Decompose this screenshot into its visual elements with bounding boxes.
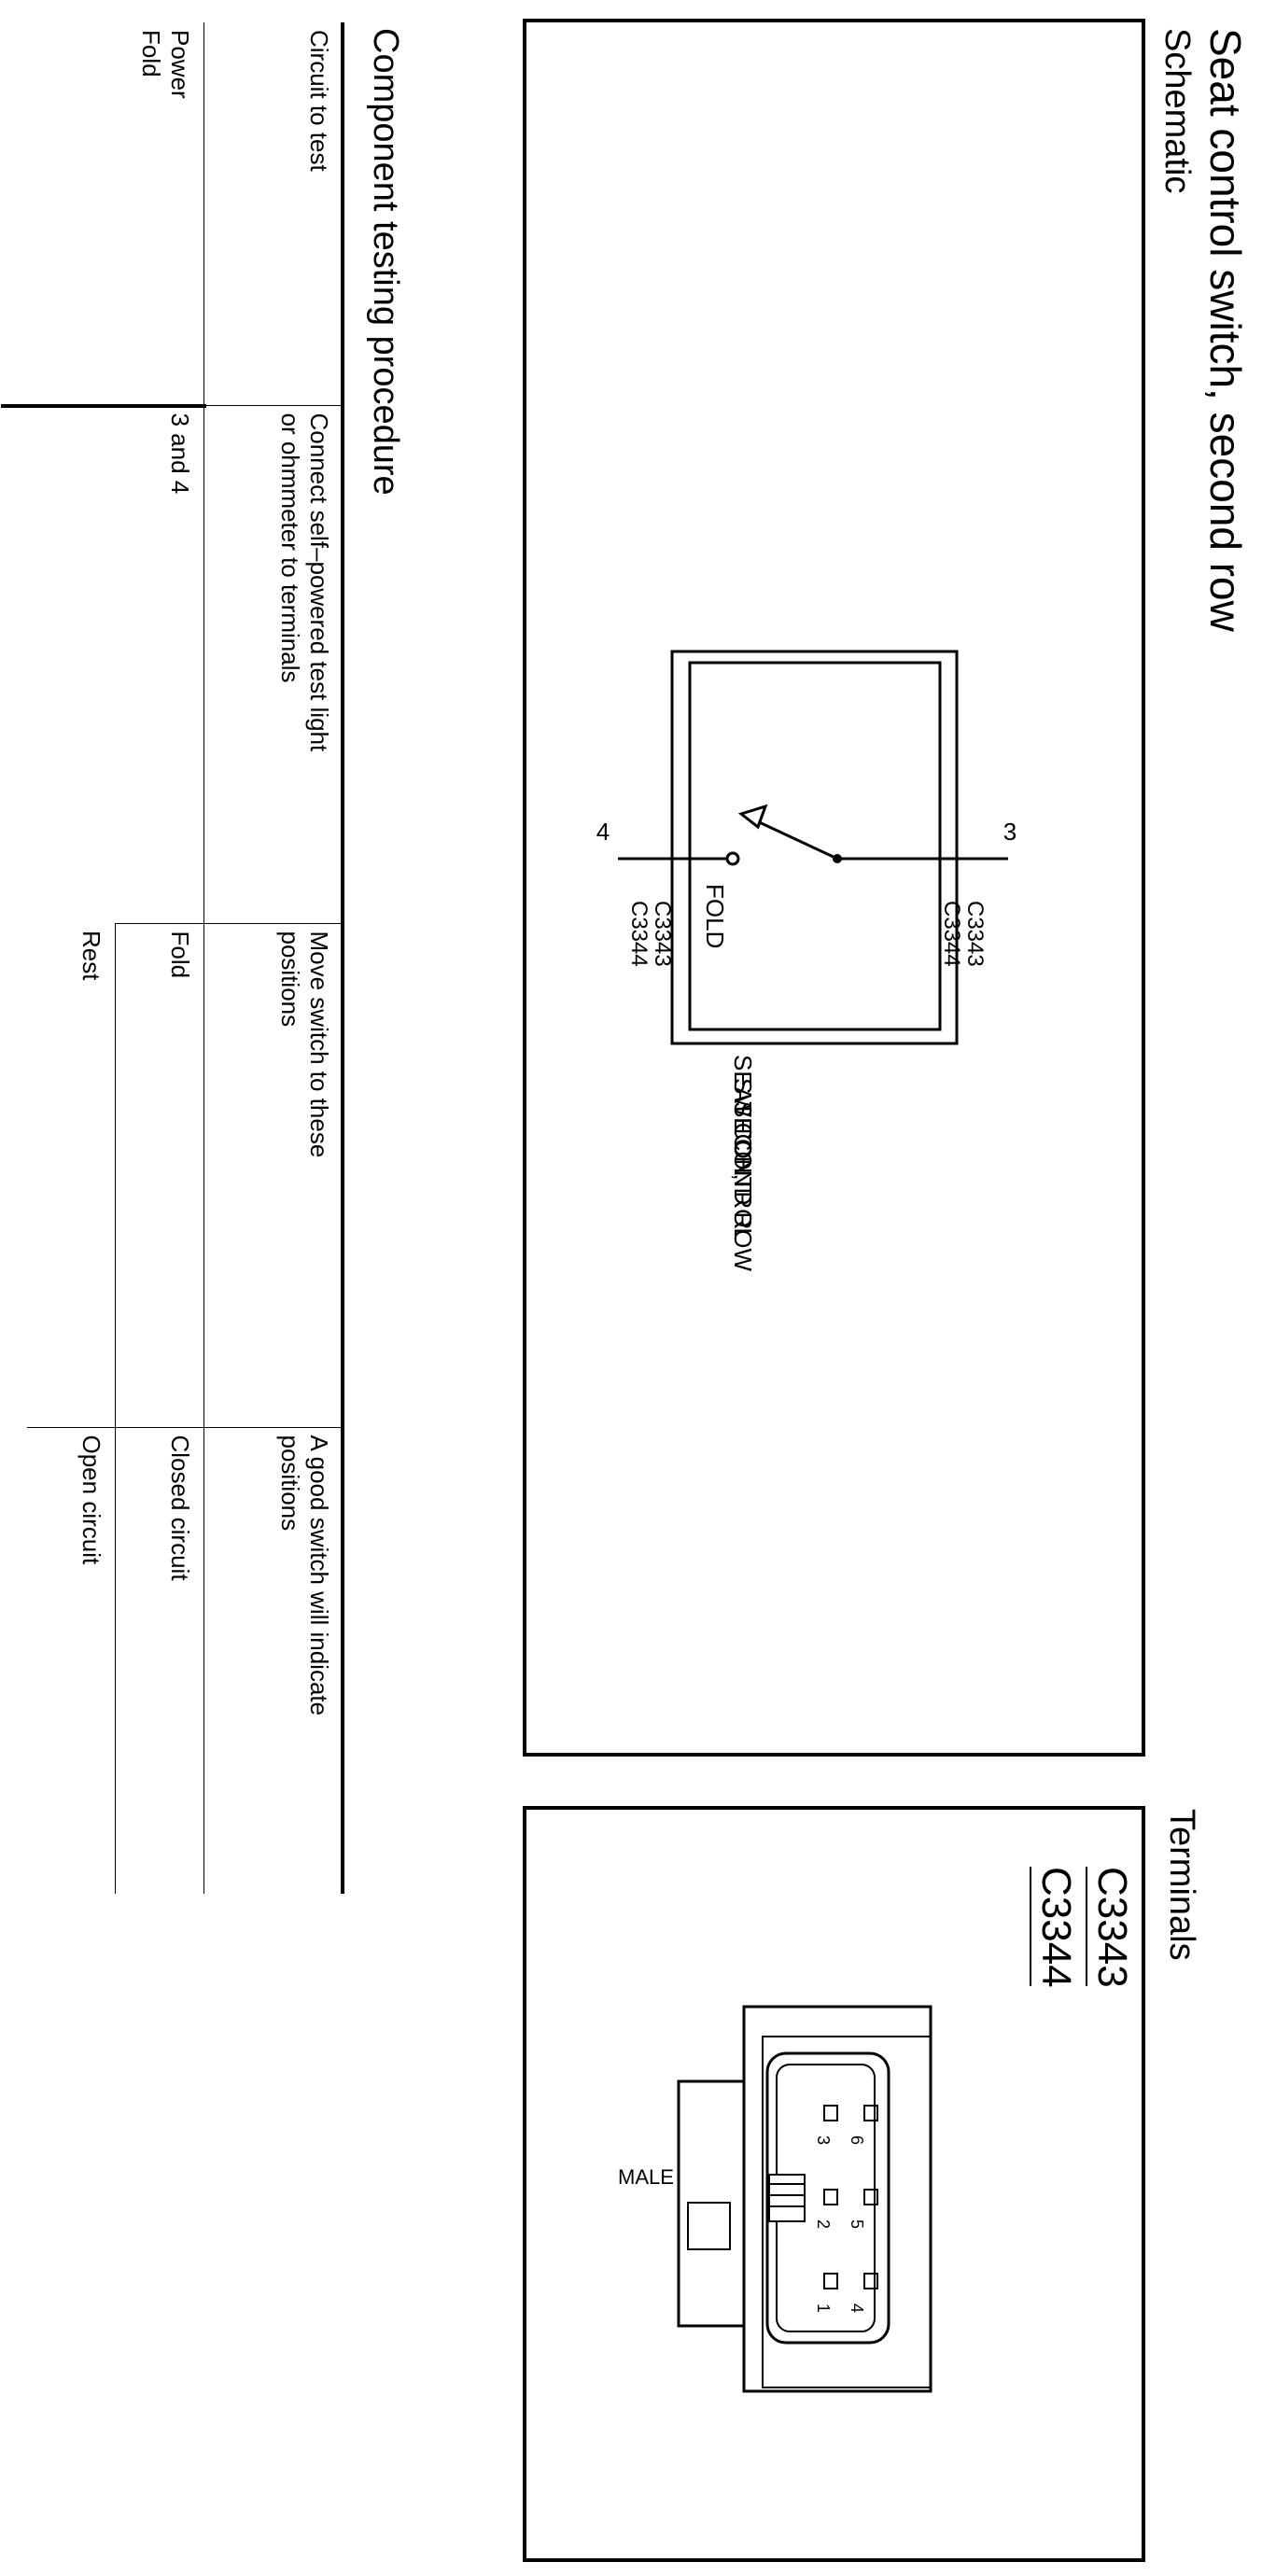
pin-1 [863, 2273, 878, 2289]
pin-label-2: 2 [814, 2219, 833, 2229]
terminal-conn-2: C3344 [1033, 1867, 1079, 1988]
pin-5 [823, 2189, 838, 2205]
conn-top-2-label: C3344 [939, 901, 964, 967]
pin-4-label: 4 [596, 818, 610, 846]
table-header-row: Circuit to test Connect self–powered tes… [204, 22, 343, 1894]
connector-latch [677, 2079, 746, 2328]
connector-key [768, 2174, 806, 2222]
pin-3-label: 3 [1003, 818, 1017, 846]
header-result: A good switch will indicate positions [204, 1427, 343, 1894]
pin-4 [823, 2273, 838, 2289]
connector-cavity [765, 2051, 890, 2345]
switch-contact [725, 851, 740, 866]
component-name-line3: SECOND ROW [729, 1101, 757, 1271]
component-name-line1: SEAT CONTROL [729, 1055, 757, 1241]
switch-arm [752, 818, 838, 861]
switch-housing-inner [688, 661, 942, 1031]
header-positions: Move switch to these positions [204, 923, 343, 1427]
procedure-table: Circuit to test Connect self–powered tes… [27, 22, 343, 1894]
pin-label-5: 5 [848, 2219, 866, 2229]
conn-bottom-2-label: C3344 [626, 901, 652, 967]
header-terminals: Connect self–powered test light or ohmme… [204, 405, 343, 923]
terminal-gender-label: MALE [618, 2165, 674, 2189]
component-name-line2: SWITCH, [729, 1078, 757, 1181]
switch-arrow [737, 804, 768, 830]
cell-result-open: Open circuit [27, 1427, 116, 1894]
conn-top-1-label: C3343 [962, 901, 988, 967]
cell-position-fold: Fold [116, 923, 204, 1427]
switch-fold-label: FOLD [701, 884, 729, 948]
pin-6 [823, 2105, 838, 2121]
cell-circuit: Power Fold [137, 30, 195, 99]
cell-terminals: 3 and 4 [27, 405, 204, 923]
header-circuit: Circuit to test [204, 22, 343, 405]
table-row: Power Fold 3 and 4 Fold Closed circuit [27, 22, 204, 1894]
cell-position-rest: Rest [27, 923, 116, 1427]
pin-3 [863, 2105, 878, 2121]
cell-result-closed: Closed circuit [116, 1427, 204, 1894]
pin-label-1: 1 [814, 2303, 833, 2313]
switch-housing-outer [670, 650, 959, 1045]
terminal-conn-1: C3343 [1089, 1867, 1135, 1988]
pin-2 [863, 2189, 878, 2205]
pin-label-3: 3 [814, 2135, 833, 2145]
pin-label-6: 6 [848, 2135, 866, 2145]
pin-label-4: 4 [848, 2303, 866, 2313]
conn-bottom-1-label: C3343 [650, 901, 675, 967]
procedure-heading: Component testing procedure [366, 28, 405, 496]
